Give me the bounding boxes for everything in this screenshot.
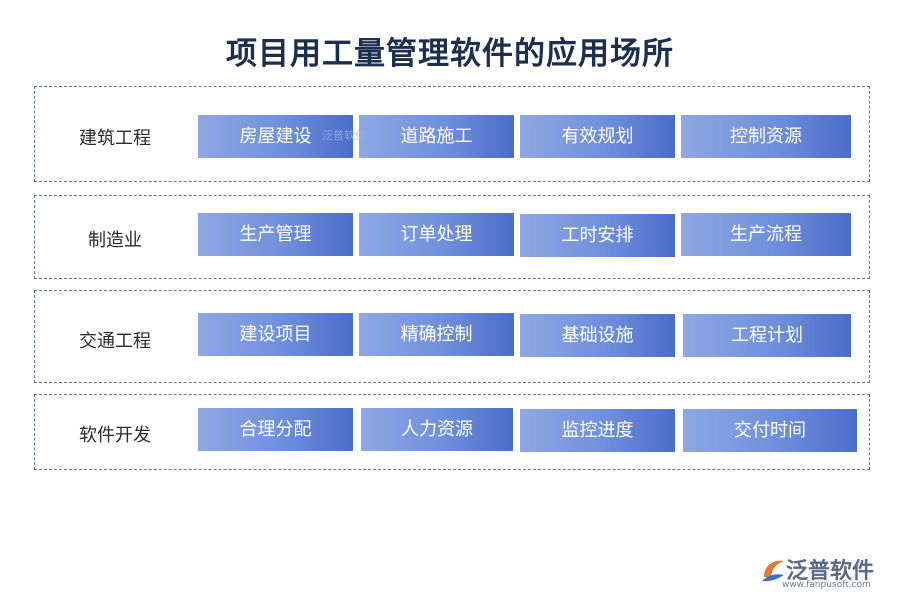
logo-text: 泛普软件 — [786, 559, 875, 584]
logo-url: www.fanpusoft.com — [782, 580, 871, 590]
scenario-chip: 工程计划 — [683, 314, 851, 357]
category-label: 交通工程 — [79, 331, 151, 352]
category-label: 软件开发 — [79, 425, 151, 446]
fanpu-logo-icon — [762, 560, 784, 582]
scenario-chip: 生产流程 — [681, 213, 851, 256]
brand-logo: 泛普软件 www.fanpusoft.com — [758, 552, 888, 592]
scenario-chip: 基础设施 — [520, 314, 675, 357]
scenario-chip: 监控进度 — [520, 409, 675, 452]
scenario-chip: 建设项目 — [198, 313, 353, 356]
scenario-chip: 合理分配 — [198, 408, 353, 451]
scenario-chip: 控制资源 — [681, 115, 851, 158]
scenario-chip: 工时安排 — [520, 214, 675, 257]
scenario-chip: 道路施工 — [359, 115, 514, 158]
scenario-chip: 有效规划 — [520, 115, 675, 158]
scenario-chip: 生产管理 — [198, 213, 353, 256]
category-row-transportation: 交通工程 — [34, 290, 870, 383]
scenario-chip: 交付时间 — [683, 409, 857, 452]
scenario-chip: 精确控制 — [359, 313, 514, 356]
category-label: 建筑工程 — [79, 128, 151, 149]
category-label: 制造业 — [88, 230, 142, 251]
scenario-chip: 房屋建设 — [198, 115, 353, 158]
diagram-title: 项目用工量管理软件的应用场所 — [226, 36, 674, 72]
category-row-manufacturing: 制造业 — [34, 195, 870, 279]
category-row-software: 软件开发 — [34, 394, 870, 470]
scenario-chip: 订单处理 — [359, 213, 514, 256]
watermark: 泛普软件 — [322, 129, 366, 142]
category-row-construction: 建筑工程 — [34, 86, 870, 182]
scenario-chip: 人力资源 — [361, 408, 513, 451]
